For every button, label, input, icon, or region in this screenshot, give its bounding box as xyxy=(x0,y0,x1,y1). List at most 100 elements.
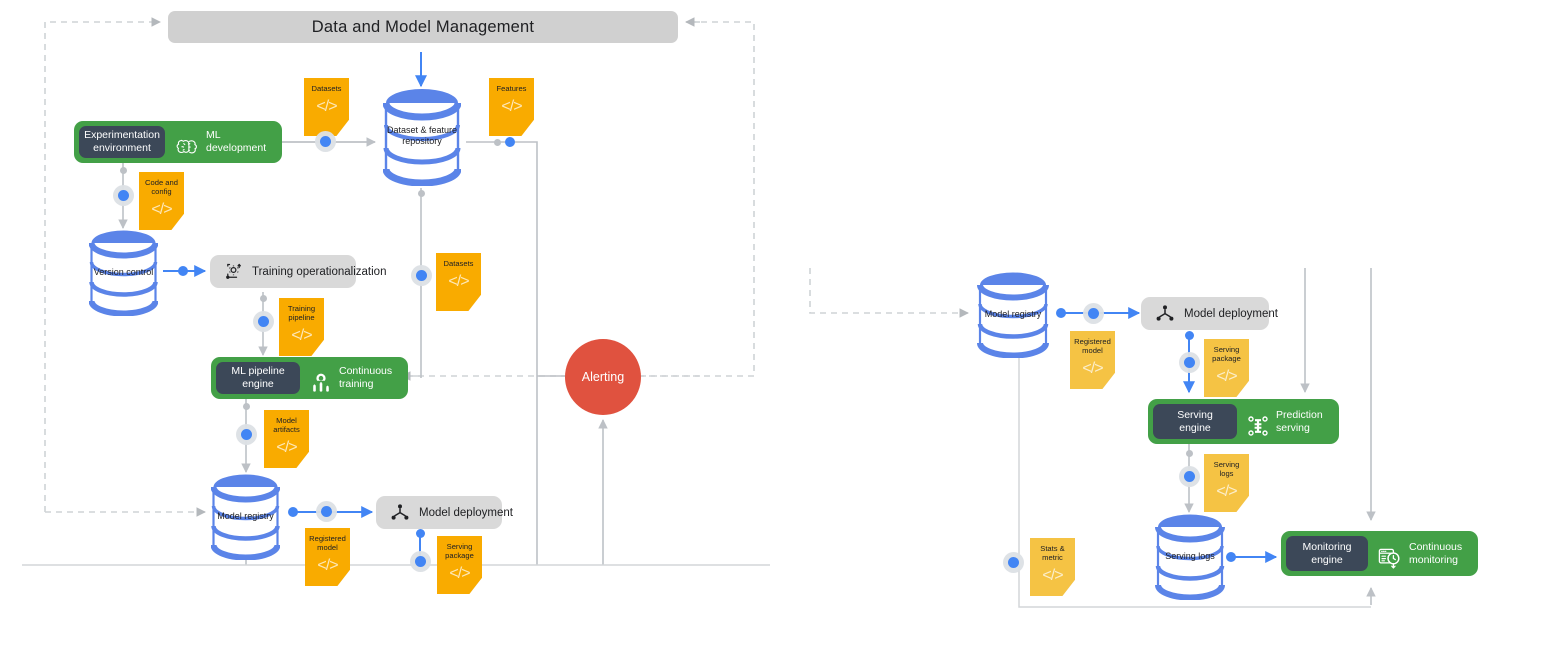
note-label: Registered model xyxy=(1074,337,1111,356)
note-code: </> xyxy=(449,565,470,583)
note-serving-package-left: Serving package </> xyxy=(437,536,482,594)
note-fold xyxy=(521,119,534,136)
note-registered-model-right: Registered model </> xyxy=(1070,331,1115,389)
green-box-continuous-monitoring[interactable]: Monitoring engine Continuous monitoring xyxy=(1281,531,1479,576)
note-code: </> xyxy=(448,273,469,291)
note-fold xyxy=(311,339,324,356)
pill-model-deployment-right[interactable]: Model deployment xyxy=(1141,297,1278,330)
chip-monitoring-engine: Monitoring engine xyxy=(1286,536,1368,571)
cylinder-label: Version control xyxy=(93,266,154,277)
note-fold xyxy=(1236,380,1249,397)
cylinder-version-control: Version control xyxy=(89,228,158,316)
note-fold xyxy=(468,294,481,311)
cylinder-label: Dataset & feature repository xyxy=(386,125,458,146)
junction-dot xyxy=(243,403,250,410)
junction-dot xyxy=(494,139,501,146)
capability-label: Continuous monitoring xyxy=(1409,540,1463,566)
green-box-ml-development[interactable]: Experimentation environment ML developme… xyxy=(74,121,283,163)
cylinder-label: Model registry xyxy=(984,308,1042,319)
junction-dot xyxy=(118,190,129,201)
pill-training-operationalization[interactable]: Training operationalization xyxy=(210,255,386,288)
pill-label: Model deployment xyxy=(1184,307,1278,320)
junction-dot xyxy=(178,266,188,276)
cylinder-serving-logs: Serving logs xyxy=(1155,512,1225,600)
chip-label: ML pipeline engine xyxy=(231,365,285,390)
note-label: Features xyxy=(496,84,527,93)
junction-dot xyxy=(1226,552,1236,562)
junction-dot xyxy=(258,316,269,327)
note-fold xyxy=(296,451,309,468)
capability-continuous-training: Continuous training xyxy=(304,359,403,397)
dashboard-magnifier-icon xyxy=(1378,534,1402,573)
junction-dot xyxy=(1056,308,1066,318)
junction-dot xyxy=(321,506,332,517)
note-fold xyxy=(1236,495,1249,512)
capability-continuous-monitoring: Continuous monitoring xyxy=(1372,534,1473,573)
note-label: Serving package xyxy=(445,542,474,561)
note-features: Features </> xyxy=(489,78,534,136)
junction-dot xyxy=(416,270,427,281)
junction-dot xyxy=(260,295,267,302)
junction-dot xyxy=(1184,357,1195,368)
note-code: </> xyxy=(316,98,337,116)
note-datasets-top: Datasets </> xyxy=(304,78,349,136)
note-datasets-mid: Datasets </> xyxy=(436,253,481,311)
cylinder-dataset-feature-repository: Dataset & feature repository xyxy=(383,86,461,186)
green-box-continuous-training[interactable]: ML pipeline engine Continuous training xyxy=(211,357,409,399)
note-fold xyxy=(469,577,482,594)
note-fold xyxy=(171,213,184,230)
junction-dot xyxy=(1186,450,1193,457)
cylinder-model-registry-left: Model registry xyxy=(211,472,280,560)
chip-label: Experimentation environment xyxy=(84,129,160,154)
junction-dot xyxy=(418,190,425,197)
header-data-and-model-management: Data and Model Management xyxy=(168,11,678,43)
junction-dot xyxy=(1184,471,1195,482)
capability-ml-development: ML development xyxy=(169,124,277,160)
junction-dot xyxy=(505,137,515,147)
cylinder-label: Serving logs xyxy=(1165,550,1215,561)
note-code-and-config: Code and config </> xyxy=(139,172,184,230)
junction-dot xyxy=(415,556,426,567)
note-code: </> xyxy=(151,201,172,219)
deployment-nodes-icon xyxy=(1155,304,1175,323)
cylinder-model-registry-right: Model registry xyxy=(977,270,1049,358)
brain-icon xyxy=(175,124,199,160)
alerting-node[interactable]: Alerting xyxy=(565,339,641,415)
note-code: </> xyxy=(1042,567,1063,585)
pill-label: Training operationalization xyxy=(252,265,387,278)
note-code: </> xyxy=(501,98,522,116)
note-label: Stats & metric xyxy=(1040,544,1065,563)
chip-serving-engine: Serving engine xyxy=(1153,404,1237,439)
note-fold xyxy=(336,119,349,136)
chip-experimentation-environment: Experimentation environment xyxy=(79,126,165,158)
note-serving-logs: Serving logs </> xyxy=(1204,454,1249,512)
note-model-artifacts: Model artifacts </> xyxy=(264,410,309,468)
pill-label: Model deployment xyxy=(419,506,513,519)
note-fold xyxy=(1062,579,1075,596)
green-box-prediction-serving[interactable]: Serving engine Prediction serving xyxy=(1148,399,1339,444)
note-code: </> xyxy=(317,557,338,575)
note-fold xyxy=(337,569,350,586)
junction-dot xyxy=(1008,557,1019,568)
note-label: Training pipeline xyxy=(287,304,316,323)
chip-label: Serving engine xyxy=(1177,408,1213,434)
junction-dot xyxy=(241,429,252,440)
note-code: </> xyxy=(1216,368,1237,386)
note-label: Registered model xyxy=(309,534,346,553)
chip-label: Monitoring engine xyxy=(1302,540,1352,566)
gear-training-icon xyxy=(310,359,332,397)
note-label: Model artifacts xyxy=(273,416,300,435)
capability-label: ML development xyxy=(206,129,267,154)
junction-dot xyxy=(416,529,425,538)
note-code: </> xyxy=(1082,360,1103,378)
junction-dot xyxy=(1088,308,1099,319)
cylinder-label: Model registry xyxy=(217,510,274,521)
note-label: Datasets xyxy=(311,84,342,93)
note-fold xyxy=(1102,372,1115,389)
capability-label: Prediction serving xyxy=(1276,408,1323,434)
serving-grid-icon xyxy=(1247,402,1269,441)
note-label: Serving package xyxy=(1212,345,1241,364)
alerting-label: Alerting xyxy=(581,370,625,384)
pill-model-deployment-left[interactable]: Model deployment xyxy=(376,496,513,529)
